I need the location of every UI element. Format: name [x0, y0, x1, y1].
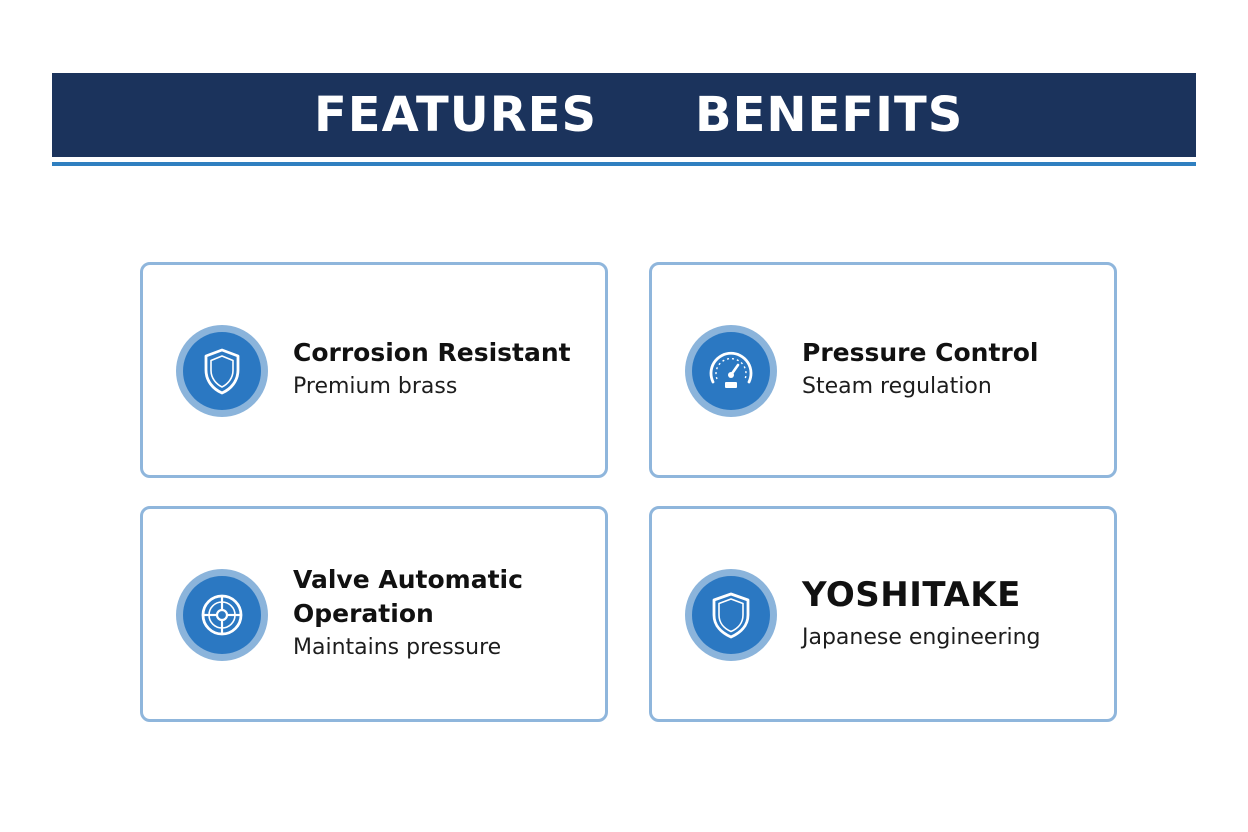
header-divider [52, 162, 1196, 166]
card-subtitle: Premium brass [293, 374, 458, 399]
benefits-heading: BENEFITS [695, 87, 964, 143]
feature-card-yoshitake: YOSHITAKE Japanese engineering [649, 506, 1117, 722]
card-subtitle: Steam regulation [802, 374, 992, 399]
feature-card-valve-automatic-operation: Valve Automatic Operation Maintains pres… [140, 506, 608, 722]
card-text: Pressure Control Steam regulation [802, 265, 1094, 475]
valve-wheel-icon [176, 569, 268, 661]
card-title-line-2: Operation [293, 599, 434, 628]
features-heading: FEATURES [314, 87, 598, 143]
card-title-line-1: Valve Automatic [293, 565, 523, 594]
card-title: Pressure Control [802, 338, 1039, 367]
card-title: Corrosion Resistant [293, 338, 571, 367]
shield-icon [176, 325, 268, 417]
card-subtitle: Japanese engineering [802, 625, 1041, 650]
feature-card-corrosion-resistant: Corrosion Resistant Premium brass [140, 262, 608, 478]
card-text: YOSHITAKE Japanese engineering [802, 509, 1094, 719]
card-text: Valve Automatic Operation Maintains pres… [293, 509, 585, 719]
gauge-icon [685, 325, 777, 417]
card-text: Corrosion Resistant Premium brass [293, 265, 585, 475]
brand-name: YOSHITAKE [802, 575, 1021, 615]
shield-icon [685, 569, 777, 661]
card-subtitle: Maintains pressure [293, 635, 502, 660]
header-banner: FEATURES BENEFITS [52, 73, 1196, 157]
feature-card-pressure-control: Pressure Control Steam regulation [649, 262, 1117, 478]
